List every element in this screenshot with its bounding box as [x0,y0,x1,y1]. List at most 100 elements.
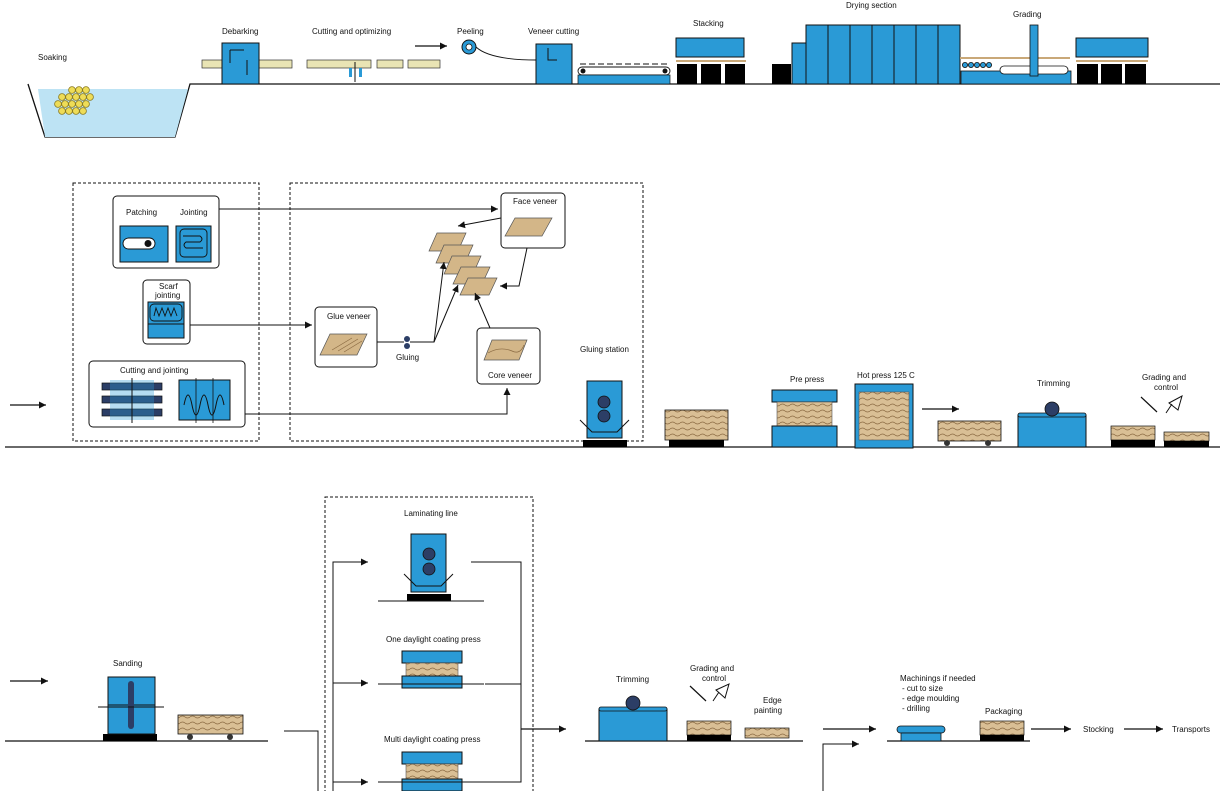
debarking-machine [221,42,260,85]
grading-ruler-icon-row3 [689,685,707,702]
arrow-gluing-to-stack-2 [433,284,459,343]
soaking-water [38,89,188,137]
gluing-station-machine [586,380,623,439]
gluing-roller-bottom [404,343,410,349]
machining-unit [896,725,946,742]
packaging-label: Packaging [985,707,1022,716]
grading-label: Grading [1013,10,1041,19]
veneer-repair-group [72,182,260,442]
trimming-label-row2: Trimming [1037,379,1070,388]
grading-control-label-row3-b: control [702,674,726,683]
machinings-item-1: - cut to size [902,684,943,693]
graded-panel-stack-2 [1163,431,1210,442]
layup-panel-stack [664,409,729,441]
multi-daylight-bottom-platen [401,778,463,792]
pre-press-top-platen [771,389,838,403]
pressed-panel-trolley [937,420,1002,442]
arrow-face-to-stack-top [457,217,502,229]
drying-label: Drying section [846,1,897,10]
stacking-conveyor [577,63,671,85]
jointing-machine [175,225,212,263]
cutting-conveyor-2 [376,59,404,69]
graded-panel-stack-1 [1110,425,1156,441]
stocking-label: Stocking [1083,725,1114,734]
scarf-jointing-machine [147,301,185,339]
veneer-layup-stack [428,232,498,296]
coating-options-group [324,496,534,796]
transports-label: Transports [1172,725,1210,734]
hot-press-panels [858,391,910,441]
sanding-label: Sanding [113,659,142,668]
jointing-label: Jointing [180,208,208,217]
glue-veneer-label: Glue veneer [327,312,371,321]
gluing-station-base [583,440,627,447]
sanding-base [103,734,157,741]
arrow-cutting-to-core [245,388,511,415]
stacking-machine-top [675,37,745,58]
soaking-logs [54,86,94,115]
gluing-label: Gluing [396,353,419,362]
hot-press-label: Hot press 125 C [857,371,915,380]
row3-branch-bus [284,562,368,791]
core-veneer-label: Core veneer [488,371,532,380]
glue-veneer-sheet [319,333,368,356]
stacking-label: Stacking [693,19,724,28]
scarf-label-2: jointing [154,291,180,300]
sanded-panel-trolley [177,714,244,735]
edge-painted-panels [744,727,790,739]
packaged-stack [979,720,1025,736]
face-veneer-sheet [504,217,553,237]
row2-production-line: Patching Jointing Scarf jointing Cutting… [5,182,1220,449]
core-veneer-sheet [483,339,528,361]
grading-control-label-row3-a: Grading and [690,664,734,673]
veneer-cutting-label: Veneer cutting [528,27,579,36]
final-stacker-top [1075,37,1149,58]
stacking-bins [677,64,745,84]
machinings-item-3: - drilling [902,704,930,713]
grading-ruler-icon-row2 [1140,396,1158,413]
machinings-item-2: - edge moulding [902,694,959,703]
laminating-base [407,594,451,601]
edge-painting-label-b: painting [754,706,782,715]
arrow-face-to-stack-bottom [500,247,528,290]
coating-merge-bus [471,561,522,783]
laminating-line-label: Laminating line [404,509,458,518]
multi-daylight-label: Multi daylight coating press [384,735,481,744]
graded-panel-stack-row3 [686,720,732,736]
veneer-cutting-machine [535,43,573,85]
row1-ground-line [27,83,1220,138]
one-daylight-bottom-platen [401,675,463,689]
gluing-station-label: Gluing station [580,345,629,354]
multi-daylight-top-platen [401,751,463,765]
finger-jointing-machine [178,379,231,421]
multi-daylight-panels [405,763,459,780]
drying-section [791,24,961,85]
one-daylight-panels [405,662,459,677]
grading-rollers [962,62,993,69]
one-daylight-label: One daylight coating press [386,635,481,644]
cutting-saw-machine [101,378,163,423]
one-daylight-top-platen [401,650,463,664]
face-veneer-label: Face veneer [513,197,558,206]
row3-production-line: Sanding Laminating line One daylight coa… [5,496,1210,796]
trimming-machine-row2 [1017,414,1087,448]
grading-triangle-icon-row2 [1165,394,1183,414]
grading-control-label-row2-a: Grading and [1142,373,1186,382]
row1-production-line: Soaking Debarking Cutting and optimizing… [27,1,1220,138]
grading-triangle-icon-row3 [712,683,730,702]
machinings-title: Machinings if needed [900,674,976,683]
final-stacker-bins [1077,64,1146,84]
patching-label: Patching [126,208,157,217]
arrow-core-to-stack [474,292,491,329]
soaking-label: Soaking [38,53,67,62]
scarf-label-1: Scarf [159,282,178,291]
cutting-optimizing-label: Cutting and optimizing [312,27,391,36]
drying-feed-bin [772,64,791,84]
trimming-label-row3: Trimming [616,675,649,684]
pre-press-label: Pre press [790,375,824,384]
cutting-conveyor-3 [407,59,441,69]
lay-up-group [289,182,644,442]
grading-control-label-row2-b: control [1154,383,1178,392]
